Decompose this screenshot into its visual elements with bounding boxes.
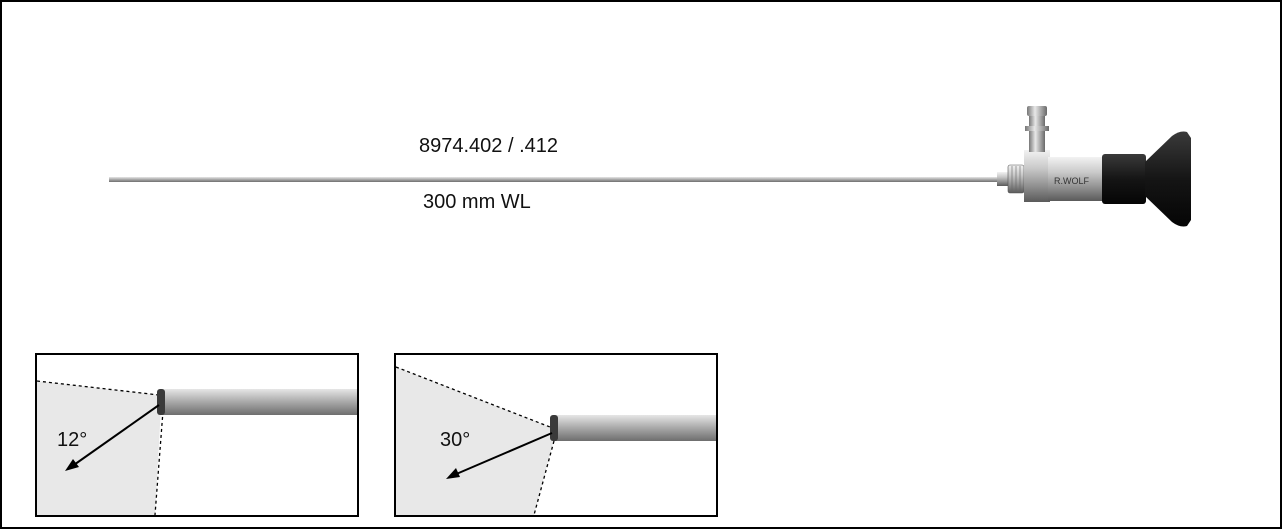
eyepiece-cup	[1145, 131, 1191, 227]
angle-label-30: 30°	[440, 429, 471, 451]
view-direction-arrow	[453, 432, 553, 476]
working-length-label: 300 mm WL	[423, 191, 531, 213]
view-field-edge-lower	[154, 410, 164, 515]
shaft-collar	[997, 172, 1009, 186]
view-field-edge-upper	[37, 380, 160, 396]
svg-text:R.WOLF: R.WOLF	[1054, 176, 1090, 186]
angle-label-12: 12°	[57, 429, 88, 451]
view-field-edge-lower	[533, 440, 555, 515]
light-post	[1029, 112, 1045, 152]
scope-shaft	[109, 177, 999, 182]
tip-detail-12-degree: 12°	[35, 353, 359, 517]
model-number-label: 8974.402 / .412	[419, 135, 559, 157]
tip-detail-30-degree: 30°	[394, 353, 718, 517]
light-post-base	[1024, 150, 1050, 202]
tip-detail-12-drawing	[37, 355, 357, 515]
view-direction-arrow	[70, 404, 160, 468]
scope-body	[1048, 157, 1104, 201]
eyepiece-grip	[1102, 154, 1146, 204]
endoscope-drawing: R.WOLF	[109, 106, 1191, 227]
tip-detail-30-drawing	[396, 355, 716, 515]
scope-tip-shaft	[554, 415, 716, 441]
scope-tip-shaft	[161, 389, 357, 415]
